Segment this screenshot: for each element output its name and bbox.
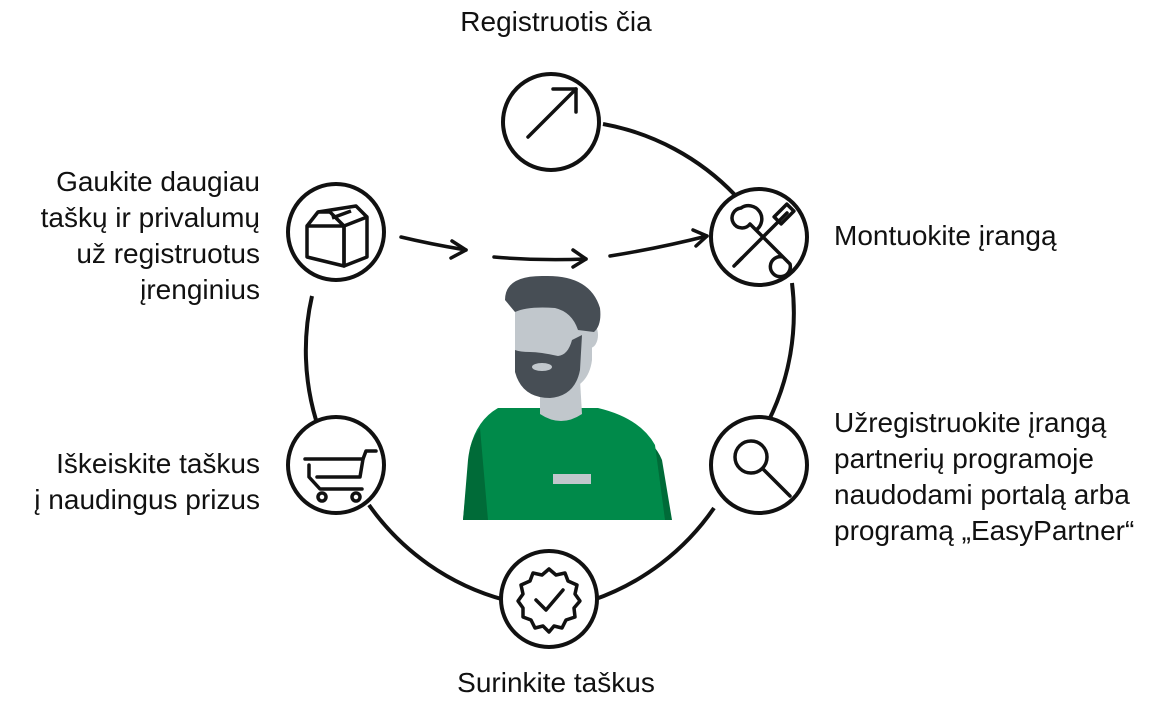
step-get-more-line-4: įrenginius [140, 274, 260, 305]
step-register-label[interactable]: Registruotis čia [0, 4, 1112, 40]
wrench-screwdriver-icon [730, 202, 796, 279]
flow-arrow-2 [492, 255, 588, 262]
step-register-program-line-1: Užregistruokite įrangą [834, 407, 1107, 438]
flow-arrow-1 [399, 235, 468, 252]
step-install-text: Montuokite įrangą [834, 220, 1057, 251]
box-icon [305, 204, 369, 268]
step-register-node[interactable] [501, 72, 601, 172]
step-get-more-line-2: taškų ir privalumų [40, 202, 260, 233]
step-collect-text: Surinkite taškus [457, 667, 655, 698]
step-register-program-line-4: programą „EasyPartner“ [834, 515, 1135, 546]
step-exchange-label: Iškeiskite taškus į naudingus prizus [34, 446, 260, 518]
step-install-label: Montuokite įrangą [834, 218, 1057, 254]
cycle-ring [303, 122, 796, 602]
step-exchange-line-1: Iškeiskite taškus [56, 448, 260, 479]
step-get-more-label: Gaukite daugiau taškų ir privalumų už re… [41, 164, 260, 308]
shopping-cart-icon [303, 449, 378, 503]
step-install-node[interactable] [709, 187, 809, 287]
technician-avatar-icon [463, 275, 672, 520]
step-collect-node[interactable] [499, 549, 599, 649]
step-exchange-line-2: į naudingus prizus [34, 484, 260, 515]
step-register-program-line-3: naudodami portalą arba [834, 479, 1130, 510]
step-register-program-node[interactable] [709, 415, 809, 515]
badge-check-icon [516, 567, 582, 634]
step-collect-label: Surinkite taškus [0, 665, 1112, 701]
name-badge [553, 474, 591, 484]
step-get-more-node[interactable] [286, 182, 386, 282]
step-register-program-label: Užregistruokite įrangą partnerių program… [834, 405, 1134, 549]
arrow-up-right-icon [526, 87, 578, 139]
step-get-more-line-1: Gaukite daugiau [56, 166, 260, 197]
flow-arrows [399, 228, 709, 269]
step-register-text: Registruotis čia [460, 6, 652, 37]
step-register-program-line-2: partnerių programoje [834, 443, 1094, 474]
flow-arrow-3 [608, 234, 709, 258]
magnifier-icon [733, 439, 792, 498]
step-get-more-line-3: už registruotus [76, 238, 260, 269]
step-exchange-node[interactable] [286, 415, 386, 515]
